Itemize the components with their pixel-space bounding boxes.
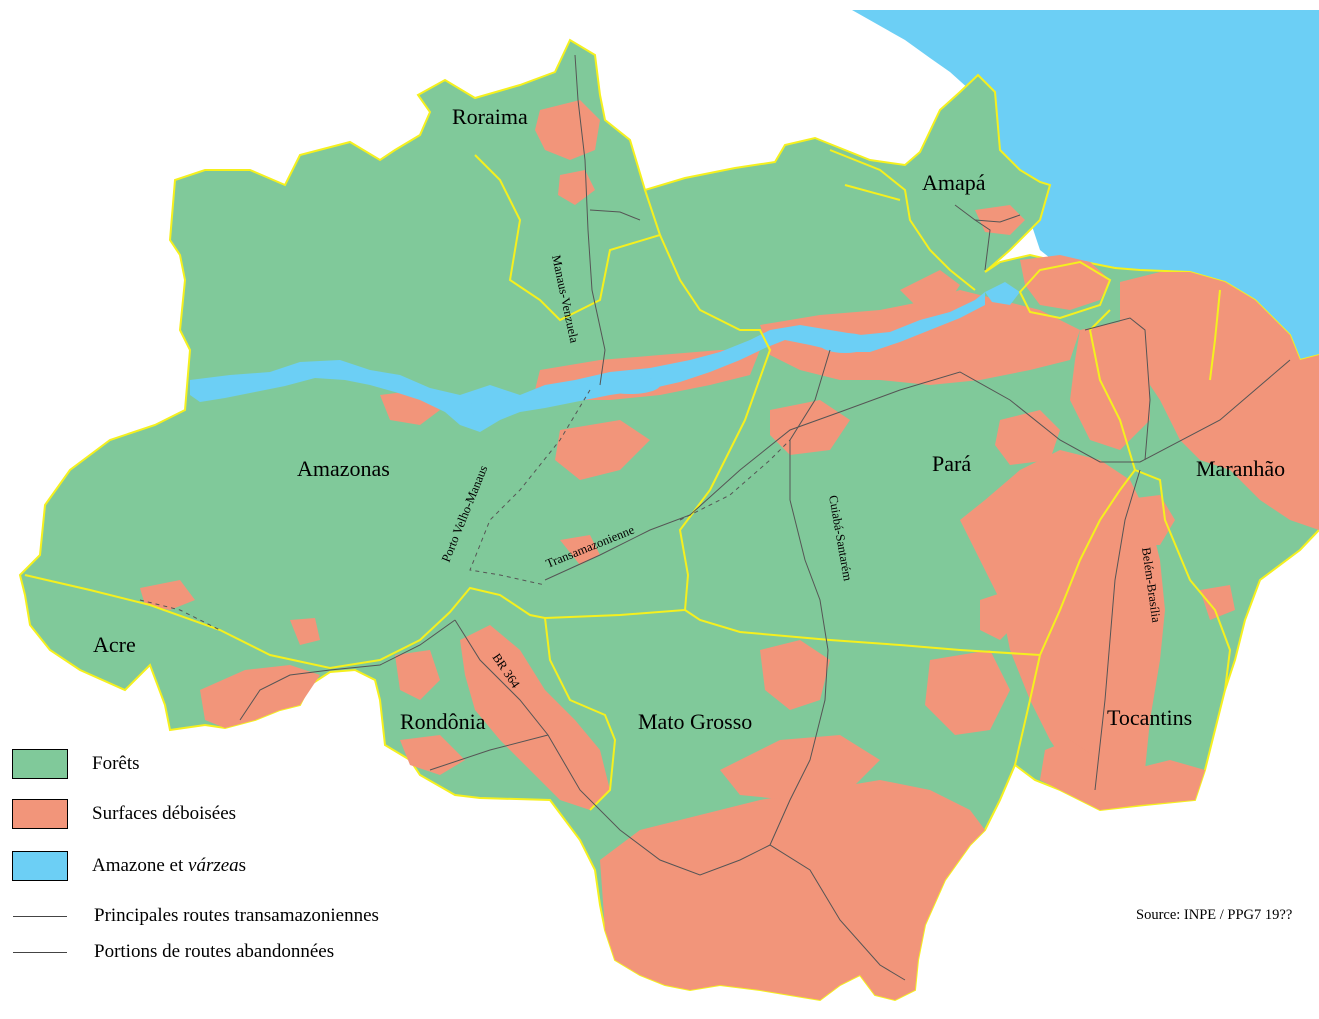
legend-label-water-prefix: Amazone et — [92, 855, 189, 876]
label-amazonas: Amazonas — [297, 456, 390, 481]
legend-swatch-deforested — [12, 799, 68, 829]
state-borders — [24, 149, 1232, 811]
main-roads — [239, 54, 1291, 981]
legend-item-abandoned-roads: Portions de routes abandonnées — [12, 941, 334, 963]
label-rondonia: Rondônia — [400, 709, 486, 734]
deforested-areas — [140, 100, 1319, 1000]
legend-item-forest: Forêts — [12, 749, 140, 779]
legend-label-main-roads: Principales routes transamazoniennes — [94, 905, 379, 926]
legend-label-water: Amazone et várzeas — [92, 855, 246, 877]
legend-item-deforested: Surfaces déboisées — [12, 799, 236, 829]
legend-label-water-suffix: s — [238, 855, 247, 876]
legend-item-main-roads: Principales routes transamazoniennes — [12, 905, 379, 927]
legend-label-forest: Forêts — [92, 753, 140, 774]
source-credit: Source: INPE / PPG7 19?? — [1136, 907, 1293, 923]
label-amapa: Amapá — [922, 170, 986, 195]
label-maranhao: Maranhão — [1196, 456, 1285, 481]
legend-line-main-roads — [13, 915, 67, 917]
legend-swatch-water — [12, 851, 68, 881]
label-acre: Acre — [93, 632, 136, 657]
abandoned-roads — [139, 389, 791, 631]
legend-item-water: Amazone et várzeas — [12, 851, 246, 881]
atlantic-ocean — [852, 10, 1319, 360]
label-para: Pará — [932, 451, 971, 476]
legend-swatch-forest — [12, 749, 68, 779]
legend-label-abandoned-roads: Portions de routes abandonnées — [94, 941, 335, 962]
legend-line-abandoned-roads — [13, 951, 67, 953]
legend-label-deforested: Surfaces déboisées — [92, 803, 237, 824]
label-roraima: Roraima — [452, 104, 528, 129]
label-tocantins: Tocantins — [1107, 705, 1192, 730]
label-mato-grosso: Mato Grosso — [638, 709, 752, 734]
amazon-river — [190, 282, 1020, 432]
legend-label-water-italic: várzea — [188, 855, 239, 876]
